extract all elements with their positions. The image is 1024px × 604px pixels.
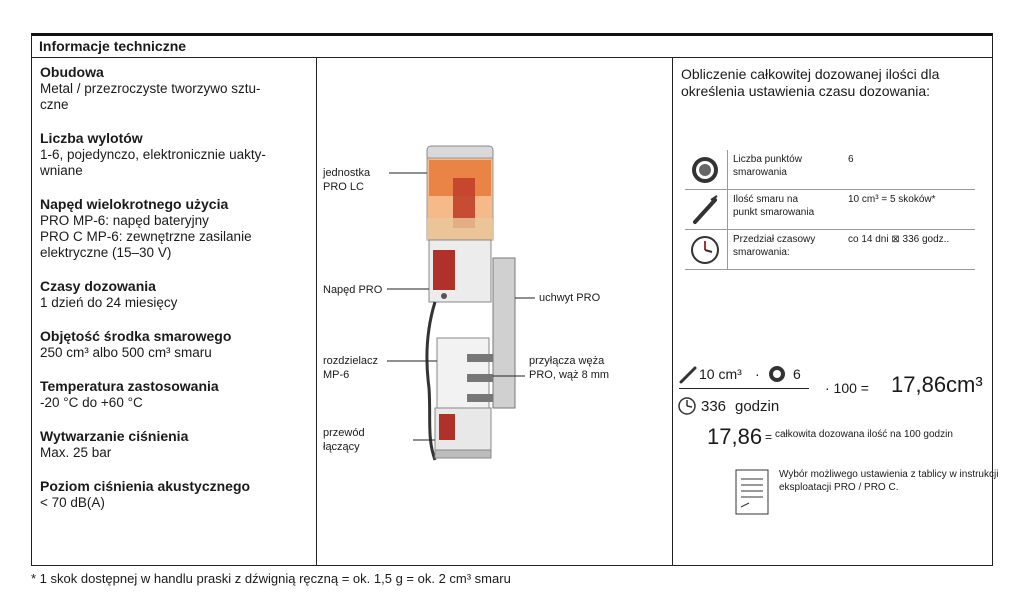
spec-title: Wytwarzanie ciśnienia [40, 428, 189, 444]
clock-icon [678, 397, 696, 415]
label-pro-holder: uchwyt PRO [539, 292, 601, 304]
parameter-label: Ilość smaru na punkt smarowania [733, 194, 815, 218]
spec-title: Objętość środka smarowego [40, 328, 232, 344]
label-mp6-distributor: rozdzielacz MP-6 [323, 355, 379, 381]
diagram-column: jednostka PRO LC Napęd PRO uchwyt PRO ro… [317, 58, 673, 565]
spec-value: < 70 dB(A) [40, 495, 105, 510]
gear-ring-icon [692, 157, 718, 183]
parameter-label: Liczba punktów smarowania [733, 154, 802, 178]
formula-volume: 10 cm³ [699, 366, 742, 382]
result-description: całkowita dozowana ilość na 100 godzin [775, 429, 953, 440]
parameters-table: Liczba punktów smarowania 6 Ilość smaru … [685, 150, 975, 270]
holder-bracket [492, 257, 516, 409]
spec-outlets: Liczba wylotów 1-6, pojedynczo, elektron… [40, 130, 308, 179]
grease-gun-icon [693, 195, 718, 224]
spec-value: 1 dzień do 24 miesięcy [40, 295, 178, 310]
calculation-column: Obliczenie całkowitej dozowanej ilości d… [673, 58, 998, 565]
spec-value: Metal / przezroczyste tworzywo sztu- czn… [40, 81, 261, 112]
spec-lubricant-volume: Objętość środka smarowego 250 cm³ albo 5… [40, 328, 308, 361]
spec-title: Liczba wylotów [40, 130, 143, 146]
spec-title: Obudowa [40, 64, 104, 80]
spec-value: Max. 25 bar [40, 445, 112, 460]
spec-title: Temperatura zastosowania [40, 378, 219, 394]
formula-dot: · [755, 366, 760, 382]
spec-title: Poziom ciśnienia akustycznego [40, 478, 251, 494]
technical-info-sheet: Informacje techniczne Obudowa Metal / pr… [31, 33, 998, 566]
footnote: * 1 skok dostępnej w handlu praski z dźw… [31, 571, 511, 586]
formula-hours-unit: godzin [735, 398, 780, 415]
spec-dosing-times: Czasy dozowania 1 dzień do 24 miesięcy [40, 278, 308, 311]
spec-title: Czasy dozowania [40, 278, 156, 294]
label-connecting-cable: przewód łączący [323, 427, 365, 453]
label-pro-lc-unit: jednostka PRO LC [323, 167, 371, 193]
spec-title: Napęd wielokrotnego użycia [40, 196, 229, 212]
spec-value: 1-6, pojedynczo, elektronicznie uakty- w… [40, 147, 266, 178]
gear-ring-icon [769, 366, 785, 382]
spec-value: 250 cm³ albo 500 cm³ smaru [40, 345, 212, 360]
formula-multiplier: · 100 = [825, 380, 869, 396]
result-value: 17,86 [707, 424, 763, 449]
parameter-value: 10 cm³ = 5 skoków* [848, 194, 936, 205]
spec-value: PRO MP-6: napęd bateryjny PRO C MP-6: ze… [40, 213, 252, 260]
instruction-note: Wybór możliwego ustawienia z tablicy w i… [779, 469, 999, 493]
connecting-cable [425, 301, 437, 461]
cartridge-label [453, 178, 475, 228]
spec-noise-level: Poziom ciśnienia akustycznego < 70 dB(A) [40, 478, 308, 511]
spec-value: -20 °C do +60 °C [40, 395, 143, 410]
label-hose-connectors: przyłącza węża PRO, wąż 8 mm [529, 355, 610, 381]
lubricator-device-illustration [387, 145, 535, 461]
result-equals: = [765, 430, 773, 444]
label-pro-drive: Napęd PRO [323, 284, 383, 296]
formula-points: 6 [793, 366, 801, 382]
spec-drive: Napęd wielokrotnego użycia PRO MP-6: nap… [40, 196, 308, 261]
table-row: Ilość smaru na punkt smarowania 10 cm³ =… [685, 190, 975, 230]
formula-hours: 336 [701, 398, 727, 415]
spec-temperature: Temperatura zastosowania -20 °C do +60 °… [40, 378, 308, 411]
document-icon [735, 469, 769, 515]
drive-label [433, 250, 455, 290]
section-header: Informacje techniczne [32, 36, 992, 58]
table-row: Przedział czasowy smarowania: co 14 dni … [685, 230, 975, 270]
calculation-title: Obliczenie całkowitej dozowanej ilości d… [681, 66, 940, 99]
fraction-line [679, 388, 809, 389]
spec-pressure: Wytwarzanie ciśnienia Max. 25 bar [40, 428, 308, 461]
table-row: Liczba punktów smarowania 6 [685, 150, 975, 190]
parameter-label: Przedział czasowy smarowania: [733, 234, 816, 258]
clock-icon [691, 236, 719, 264]
parameter-value: co 14 dni ⊠ 336 godz.. [848, 234, 950, 245]
grease-gun-icon [679, 366, 697, 384]
parameter-value: 6 [848, 154, 854, 165]
specs-column: Obudowa Metal / przezroczyste tworzywo s… [32, 58, 317, 565]
formula-result: 17,86cm³ [891, 372, 983, 397]
spec-housing: Obudowa Metal / przezroczyste tworzywo s… [40, 64, 308, 113]
